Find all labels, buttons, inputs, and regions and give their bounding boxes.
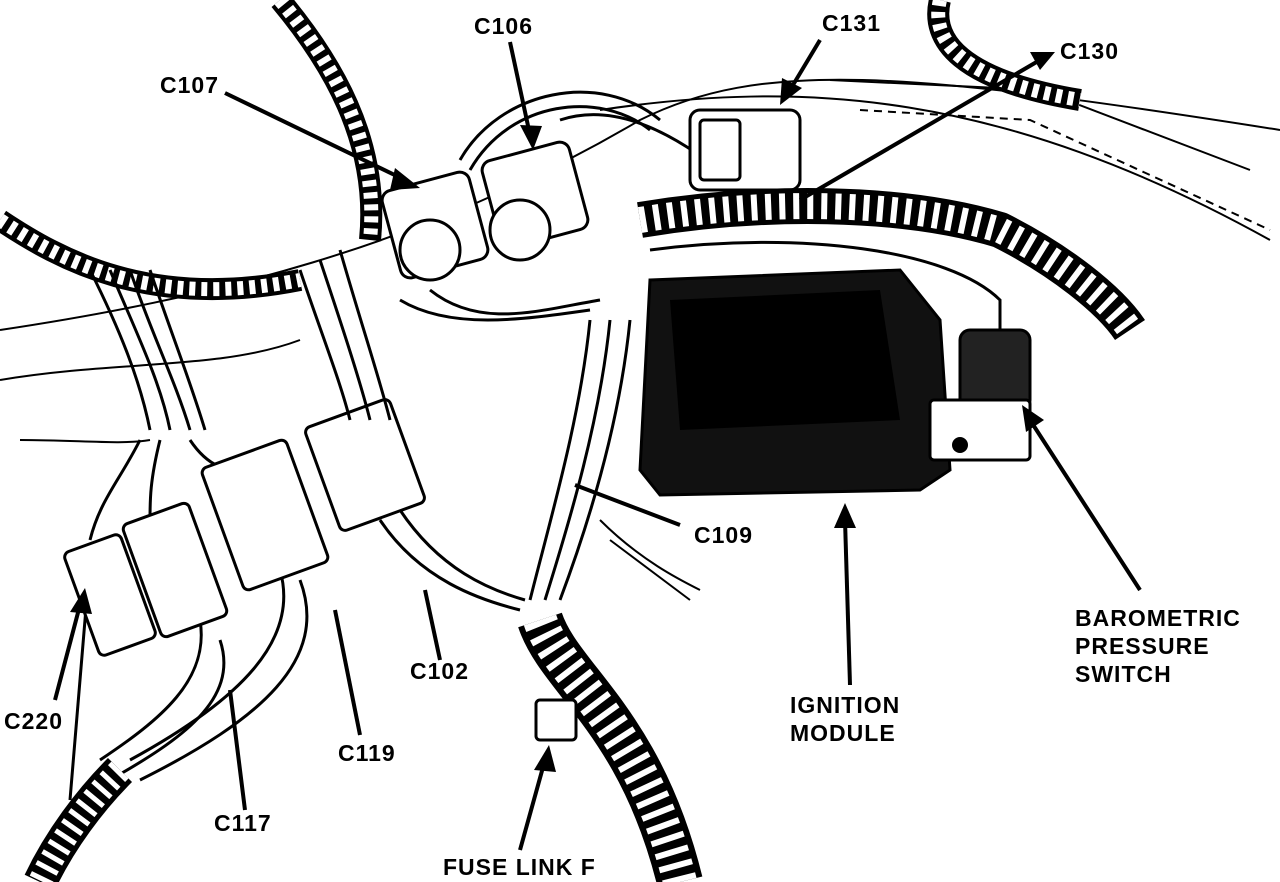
pointer-arrows xyxy=(53,38,1142,851)
c102-bundle xyxy=(298,249,526,612)
label-baro-line3: SWITCH xyxy=(1075,661,1172,687)
label-baro-line1: BAROMETRIC xyxy=(1075,605,1241,631)
label-ignition-module-line1: IGNITION xyxy=(790,692,901,718)
label-c102: C102 xyxy=(410,658,469,684)
label-c220: C220 xyxy=(4,708,63,734)
label-c119: C119 xyxy=(338,740,396,766)
central-bundle xyxy=(399,288,632,601)
label-c109: C109 xyxy=(694,522,753,548)
baro-switch xyxy=(928,328,1032,462)
label-c131: C131 xyxy=(822,10,881,36)
label-baro-line2: PRESSURE xyxy=(1075,633,1210,659)
label-c130: C130 xyxy=(1060,38,1119,64)
connectors-left xyxy=(63,398,426,657)
ignition-module xyxy=(638,268,952,497)
label-c106: C106 xyxy=(474,13,533,39)
label-c117: C117 xyxy=(214,810,272,836)
label-fuse-link-f: FUSE LINK F xyxy=(443,854,596,880)
conduit-lower-left xyxy=(24,757,133,882)
conduit-right xyxy=(637,188,1145,341)
connector-c131 xyxy=(688,108,802,192)
conduit-center xyxy=(518,611,703,882)
label-ignition-module-line2: MODULE xyxy=(790,720,896,746)
connectors-top xyxy=(380,90,721,282)
harness-top xyxy=(0,0,1082,301)
label-c107: C107 xyxy=(160,72,219,98)
